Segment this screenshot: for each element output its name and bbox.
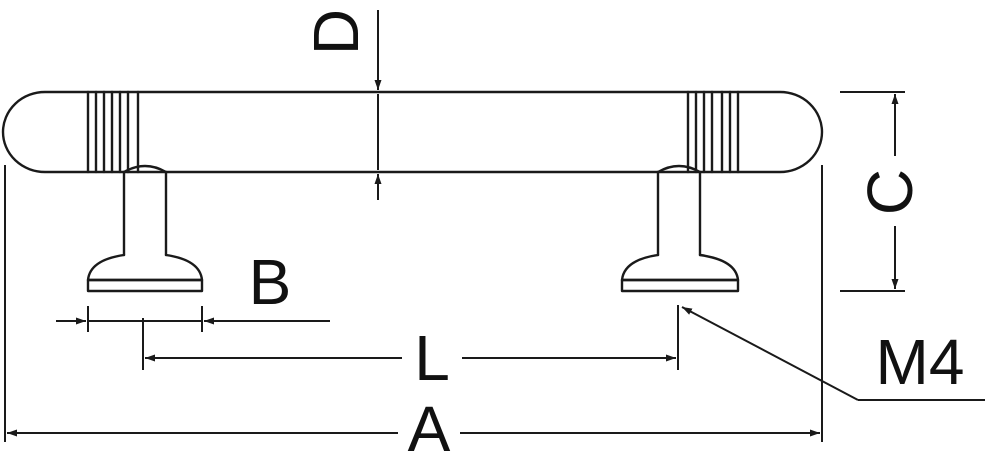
handle-bar-outline (1, 90, 824, 174)
dimension-l (142, 305, 679, 370)
right-ring-grooves (686, 90, 740, 174)
dimension-b (56, 306, 330, 332)
left-ring-grooves (86, 90, 140, 174)
dimension-c (840, 91, 905, 292)
label-a: A (408, 393, 451, 465)
dimension-a (4, 165, 823, 442)
label-d: D (300, 9, 372, 55)
label-l: L (414, 322, 450, 394)
label-m4: M4 (876, 326, 965, 398)
thread-leader (681, 306, 985, 401)
right-leg (620, 164, 740, 293)
label-c: C (854, 169, 926, 215)
left-leg (86, 164, 204, 293)
label-b: B (249, 246, 292, 318)
